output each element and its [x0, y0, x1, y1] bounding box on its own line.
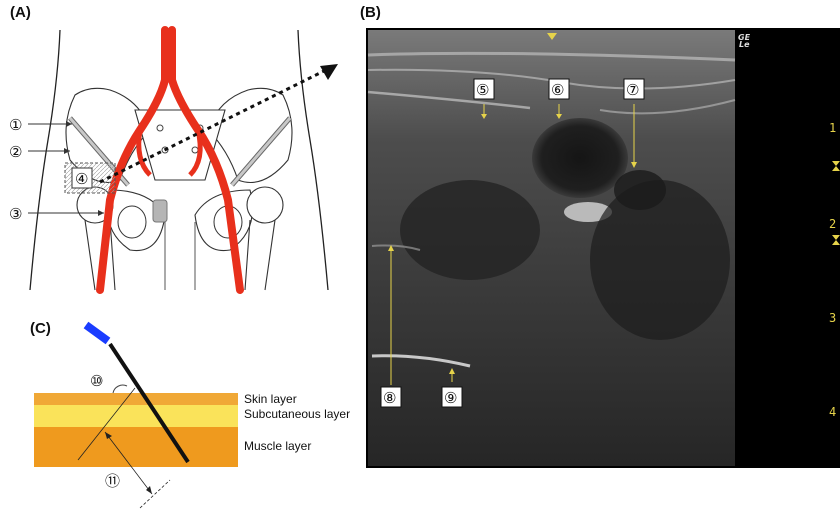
marker-2: ② [9, 143, 22, 161]
depth-tick-1: 1 [829, 121, 836, 135]
marker-7: ⑦ [626, 81, 639, 99]
marker-1: ① [9, 116, 22, 134]
depth-tick-3: 3 [829, 311, 836, 325]
needle-hub [86, 325, 108, 341]
subcutaneous-layer-band [34, 405, 238, 427]
muscle-layer-band [34, 427, 238, 467]
muscle-layer-label: Muscle layer [244, 439, 311, 453]
pelvis-diagram [28, 30, 338, 290]
needle-insertion-diagram [34, 325, 238, 508]
marker-11: ⑪ [105, 472, 120, 490]
marker-3: ③ [9, 205, 22, 223]
skin-layer-band [34, 393, 238, 405]
marker-8: ⑧ [383, 389, 396, 407]
ultrasound-image [366, 28, 840, 468]
marker-6: ⑥ [551, 81, 564, 99]
subcutaneous-layer-label: Subcutaneous layer [244, 407, 350, 421]
marker-9: ⑨ [444, 389, 457, 407]
marker-5: ⑤ [476, 81, 489, 99]
marker-4: ④ [75, 170, 88, 188]
marker-10: ⑩ [90, 372, 103, 390]
skin-layer-label: Skin layer [244, 392, 297, 406]
depth-tick-2: 2 [829, 217, 836, 231]
ultrasound-brand-sub: Le [739, 40, 750, 49]
depth-tick-4: 4 [829, 405, 836, 419]
